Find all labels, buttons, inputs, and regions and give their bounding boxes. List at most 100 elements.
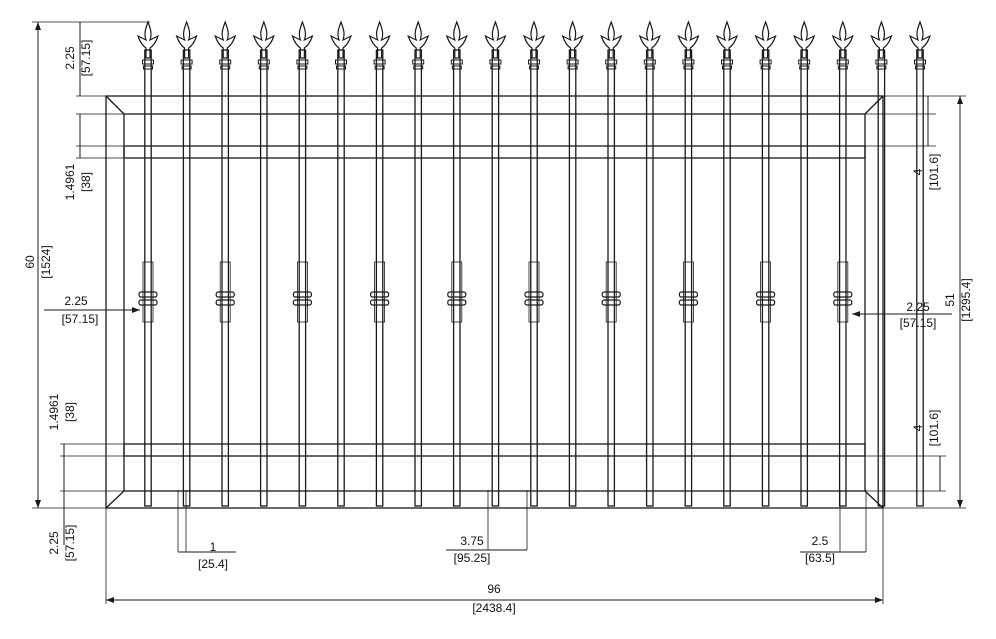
picket-collar-sleeve <box>760 261 771 323</box>
picket-collar-sleeve <box>142 261 154 323</box>
finial-collar <box>297 65 308 70</box>
picket-collar <box>370 291 390 298</box>
finial-spear <box>754 20 777 59</box>
finial-collar <box>529 65 539 70</box>
fence-geometry <box>105 20 932 509</box>
dim-picket-width-inch: 1 <box>210 540 217 554</box>
picket-collar <box>370 299 390 306</box>
picket <box>838 49 847 507</box>
dim-rail-height-bottom-inch: 1.4961 <box>47 393 61 430</box>
picket-collar-sleeve <box>451 261 463 323</box>
arrowhead <box>35 500 41 508</box>
dim-rail-spacing-bottom-mm: [101.6] <box>927 410 941 447</box>
dim-rail-spacing-bottom: 4 [101.6] <box>911 410 941 447</box>
picket-collar <box>138 299 158 306</box>
finial-spear <box>291 20 314 59</box>
picket-collar <box>215 299 235 306</box>
finial-spear <box>793 20 816 59</box>
dim-top-offset-inch: 2.25 <box>63 46 77 70</box>
finial-spear <box>600 20 623 59</box>
picket <box>337 49 345 507</box>
picket-collar-sleeve <box>219 261 231 323</box>
arrowhead <box>132 307 140 313</box>
picket <box>298 49 307 507</box>
picket <box>414 49 423 507</box>
finial-spear <box>561 20 584 59</box>
finial-spear <box>136 20 160 59</box>
finial-spear <box>522 20 546 59</box>
frame-outer <box>105 95 884 509</box>
finial-collar <box>181 65 192 70</box>
picket-collar <box>447 291 467 298</box>
finial-spear <box>484 20 507 59</box>
finial-collar <box>606 65 617 70</box>
picket-collar-sleeve <box>605 261 617 323</box>
finial-collar <box>759 59 772 65</box>
finial-collar <box>219 59 232 65</box>
finial-collar <box>914 59 926 65</box>
dim-panel-height-mm: [1295.4] <box>959 278 973 321</box>
finial-collar <box>643 59 656 65</box>
finial-collar <box>644 65 655 70</box>
dim-panel-width-mm: [2438.4] <box>472 601 515 615</box>
picket-collar <box>215 291 235 298</box>
finial-collar <box>566 59 579 65</box>
dim-overall-height-inch: 60 <box>23 255 37 269</box>
dim-top-offset: 2.25 [57.15] <box>63 40 93 77</box>
dim-rail-height-top: 1.4961 [38] <box>63 163 93 200</box>
finial-spear <box>715 20 739 59</box>
arrowhead <box>875 597 883 603</box>
dim-picket-spacing-inch: 3.75 <box>460 534 484 548</box>
dim-post-width: 2.5 [63.5] <box>805 534 835 565</box>
finial-spear <box>175 20 198 59</box>
picket <box>607 49 616 507</box>
finial-collar <box>489 59 502 65</box>
picket-collar <box>447 299 467 306</box>
dim-right-offset-inch: 2.25 <box>906 300 930 314</box>
picket-collar <box>292 299 312 306</box>
finial-collar <box>257 59 270 65</box>
picket <box>761 49 770 507</box>
finial-collar <box>876 65 887 70</box>
dim-rail-height-bottom-mm: [38] <box>63 402 77 422</box>
frame-corner <box>105 490 125 509</box>
finial-collar <box>760 65 771 70</box>
finial-collar <box>528 59 540 65</box>
frame-corner <box>864 490 884 509</box>
picket <box>684 49 693 507</box>
dim-rail-height-top-inch: 1.4961 <box>63 163 77 200</box>
picket <box>452 49 461 507</box>
finial-collar <box>258 65 269 70</box>
finial-collar <box>490 65 501 70</box>
frame-inner <box>123 113 866 492</box>
picket-collar <box>755 299 776 306</box>
dim-overall-height: 60 [1524] <box>23 245 53 278</box>
arrowhead <box>957 96 963 104</box>
finial-collar <box>837 65 848 70</box>
dim-post-width-inch: 2.5 <box>812 534 829 548</box>
picket <box>645 49 654 507</box>
dim-left-offset: 2.25 [57.15] <box>62 294 99 326</box>
finial-collar <box>799 65 810 70</box>
picket-collar <box>755 291 776 298</box>
finial-spear <box>638 20 661 59</box>
finial-spear <box>908 20 932 59</box>
dim-overall-height-mm: [1524] <box>39 245 53 278</box>
finial-spear <box>368 20 391 59</box>
finial-collar <box>412 59 425 65</box>
picket-collar <box>833 291 853 298</box>
finial-spear <box>831 20 854 59</box>
finial-collar <box>451 65 462 70</box>
finial-collar <box>450 59 463 65</box>
picket-collar <box>678 291 699 298</box>
finial-collar <box>413 65 424 70</box>
dim-rail-height-top-mm: [38] <box>79 172 93 192</box>
finial-collar <box>798 59 811 65</box>
dim-top-offset-mm: [57.15] <box>79 40 93 77</box>
picket <box>530 49 538 507</box>
picket <box>144 49 152 507</box>
picket <box>221 49 230 507</box>
dim-panel-width: 96 [2438.4] <box>472 582 515 615</box>
finial-collar <box>335 59 347 65</box>
picket-collar-sleeve <box>528 261 540 323</box>
